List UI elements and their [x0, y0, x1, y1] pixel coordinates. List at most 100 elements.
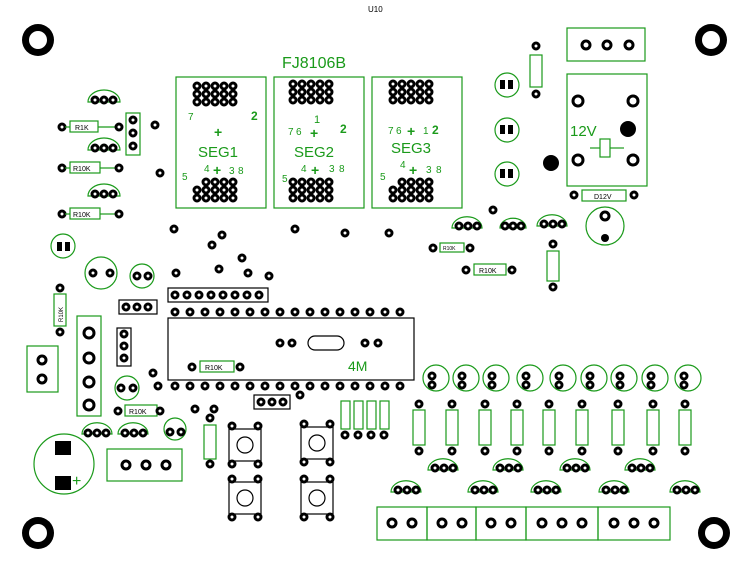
seg3-pin-8: 8 — [436, 165, 442, 176]
terminal-block-bottom-left — [106, 448, 183, 482]
output-transistor-row — [422, 364, 702, 392]
header-small-mid — [253, 394, 291, 410]
seg2-pin-1: 1 — [314, 114, 320, 126]
r10k-vertical-label: R10K — [59, 307, 65, 322]
seg2-pin-2: 2 — [340, 122, 347, 136]
seg1-pin-3: 3 — [229, 166, 235, 177]
misc-vias — [148, 205, 498, 414]
left-resistor-r1k: R1K — [57, 120, 124, 133]
via — [155, 168, 165, 178]
via — [150, 120, 160, 130]
seg1-pin-8: 8 — [238, 166, 244, 177]
seg1-plus-top: + — [214, 124, 222, 140]
left-transistor-group — [87, 89, 121, 199]
right-mid-transistors — [451, 214, 568, 231]
capacitor-pair-2 — [117, 422, 149, 438]
ic-resistor: R10K — [187, 360, 245, 373]
seg3-pin-2: 2 — [432, 123, 439, 137]
electrolytic-small — [163, 417, 187, 441]
power-connector-left — [26, 345, 59, 393]
mounting-hole-bottom-left — [22, 517, 54, 549]
capacitor-pair — [81, 422, 113, 438]
resistor-vertical-left: R10K — [53, 283, 67, 337]
ic-resistor-label: R10K — [205, 365, 223, 372]
seg1-outline — [175, 76, 267, 209]
small-resistor-array — [340, 400, 390, 440]
seg3-pin-6: 6 — [396, 126, 402, 137]
crystal-label: 4M — [348, 358, 367, 374]
relay-voltage-label: 12V — [570, 123, 597, 140]
seg2-pin-7: 7 — [288, 127, 294, 138]
seg2-plus-bottom: + — [311, 162, 319, 178]
left-resistor-r10k-b: R10K — [57, 207, 124, 220]
seg1-pin-4: 4 — [204, 164, 210, 175]
r10k-b-label: R10K — [73, 212, 91, 219]
seg3-plus-top: + — [407, 123, 415, 139]
resistor-rk-vertical — [529, 41, 543, 99]
mounting-hole-bottom-right — [698, 517, 730, 549]
seg2-label: SEG2 — [294, 144, 334, 161]
tactile-button-1[interactable] — [227, 421, 263, 469]
seg1-pin-2: 2 — [251, 109, 258, 123]
crystal — [275, 335, 383, 351]
tactile-button-4[interactable] — [299, 474, 335, 522]
resistor-r10k-bottom: R10K — [113, 404, 165, 417]
seg2-pin-4: 4 — [301, 164, 307, 175]
r10k-a-label: R10K — [73, 166, 91, 173]
relay — [566, 73, 648, 187]
left-header-vertical — [125, 112, 141, 156]
header-row-top — [167, 287, 269, 303]
top-right-connector — [566, 27, 646, 62]
resistor-vertical-right — [546, 239, 560, 292]
r1k-label: R1K — [75, 125, 89, 132]
seg2-pin-5: 5 — [282, 174, 288, 185]
seg3-pin-7: 7 — [388, 126, 394, 137]
right-r10k-label: R10K — [479, 268, 497, 275]
seg3-outline — [371, 76, 463, 209]
output-terminal-blocks — [376, 506, 671, 541]
board-designator: U10 — [368, 5, 383, 14]
seg2-pin-3: 3 — [329, 164, 335, 175]
seg3-pads — [388, 79, 434, 203]
small-header-2row — [118, 299, 158, 315]
small-resistor-horizontal: R10K — [428, 242, 475, 253]
seg2-outline — [273, 76, 365, 209]
led-left — [50, 233, 76, 259]
relay-coil-pad — [543, 155, 559, 171]
diode: D12V — [569, 189, 639, 202]
seg3-plus-bottom: + — [409, 162, 417, 178]
seg3-pin-4: 4 — [400, 160, 406, 171]
output-resistor-row — [412, 399, 692, 456]
transistor-small — [114, 375, 140, 401]
switch-vertical-left — [76, 315, 102, 417]
seg1-pin-7: 7 — [188, 112, 194, 123]
tactile-button-3[interactable] — [227, 474, 263, 522]
small-header-vertical — [116, 327, 132, 367]
buzzer — [84, 256, 118, 290]
tactile-button-2[interactable] — [299, 419, 335, 467]
seg3-label: SEG3 — [391, 140, 431, 157]
seg3-pin-3: 3 — [426, 165, 432, 176]
seg1-plus-bottom: + — [213, 162, 221, 178]
small-resistor-label: R10K — [443, 246, 456, 252]
seg1-label: SEG1 — [198, 144, 238, 161]
resistor-vertical-mid — [203, 413, 217, 469]
left-resistor-r10k-a: R10K — [57, 161, 124, 174]
seg2-plus-top: + — [310, 125, 318, 141]
leds-stack-right — [494, 72, 520, 187]
capacitor-plus-mark: + — [72, 473, 81, 490]
mounting-hole-top-right — [695, 24, 727, 56]
chip-name: FJ8106B — [282, 55, 346, 72]
seg2-pads — [288, 79, 334, 203]
main-ic — [167, 307, 415, 391]
mounting-hole-top-left — [22, 24, 54, 56]
seg3-pin-5: 5 — [380, 172, 386, 183]
resistor-r10k-right: R10K — [461, 263, 517, 276]
large-electrolytic-capacitor: + — [33, 433, 95, 495]
seg2-pin-8: 8 — [339, 164, 345, 175]
small-capacitor — [129, 263, 155, 289]
bottom-r10k-label: R10K — [129, 409, 147, 416]
seg2-pin-6: 6 — [296, 127, 302, 138]
seg1-pads — [192, 81, 238, 203]
